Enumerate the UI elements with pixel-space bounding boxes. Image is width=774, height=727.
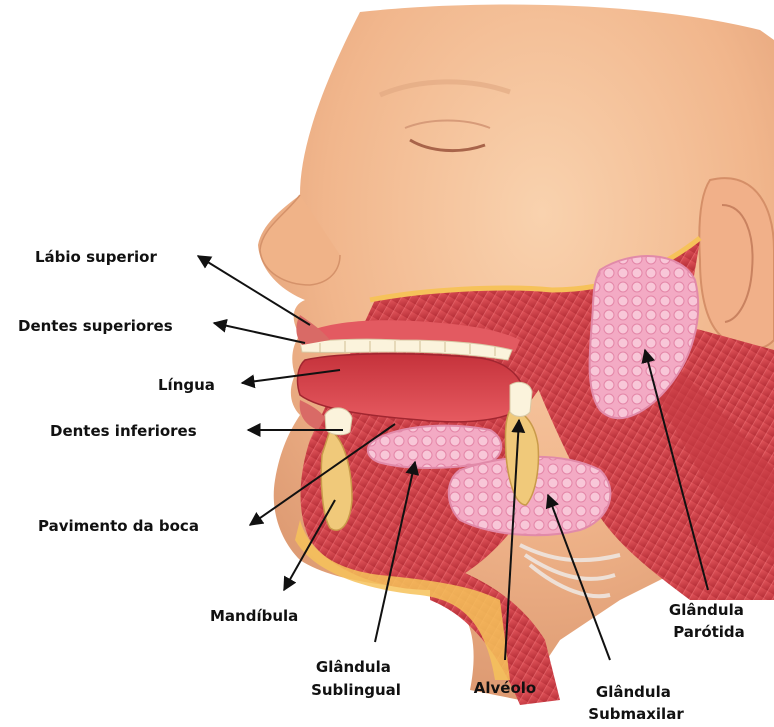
- label-alveolo: Alvéolo: [474, 679, 536, 697]
- leader-dentes-superiores: [214, 323, 305, 343]
- label-glandula-submaxilar: Glândula Submaxilar: [588, 683, 684, 723]
- label-mandibula: Mandíbula: [210, 607, 298, 625]
- ear: [699, 178, 774, 349]
- label-dentes-superiores: Dentes superiores: [18, 317, 173, 335]
- label-lingua: Língua: [158, 376, 215, 394]
- label-pavimento-da-boca: Pavimento da boca: [38, 517, 199, 535]
- label-glandula-parotida: Glândula Parótida: [669, 601, 749, 641]
- label-dentes-inferiores: Dentes inferiores: [50, 422, 197, 440]
- label-labio-superior: Lábio superior: [35, 248, 157, 266]
- label-glandula-sublingual: Glândula Sublingual: [311, 658, 401, 699]
